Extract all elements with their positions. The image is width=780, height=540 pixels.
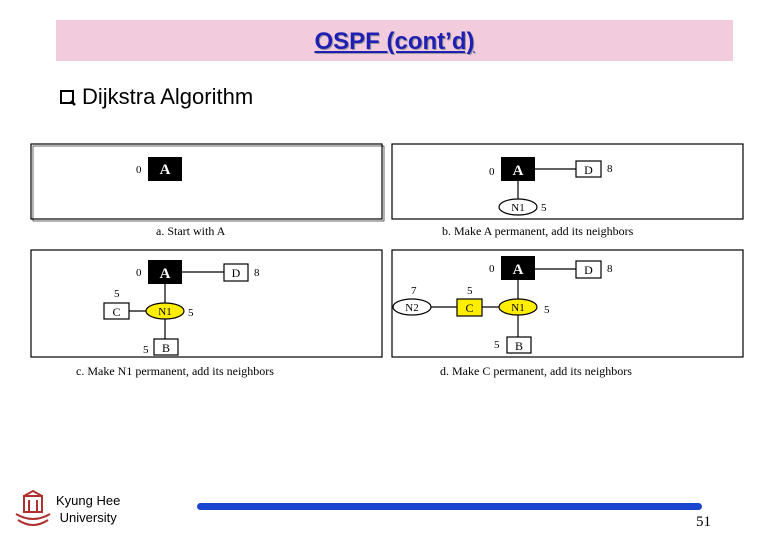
panel-d-node-n2-label: N2 <box>405 302 418 314</box>
panel-c-node-n1-label: N1 <box>158 306 171 318</box>
panel-d-node-c <box>456 298 483 317</box>
university-name: Kyung Hee University <box>56 492 120 526</box>
panel-d-cost-n1: 5 <box>544 304 550 316</box>
panel-b-node-n1-label: N1 <box>511 202 524 214</box>
panel-c-node-d <box>223 263 249 282</box>
panel-c-caption: c. Make N1 permanent, add its neighbors <box>76 364 274 378</box>
footer-divider-bar <box>197 503 702 510</box>
university-name-line1: Kyung Hee <box>56 493 121 508</box>
panel-b-node-d-label: D <box>584 163 593 177</box>
panel-b-node-n1 <box>498 198 538 216</box>
university-name-line2: University <box>59 510 117 525</box>
panel-b-cost-d: 8 <box>607 163 613 175</box>
panel-c-cost-b: 5 <box>143 344 149 356</box>
panel-c-node-d-label: D <box>232 266 241 280</box>
panel-c-cost-c: 5 <box>114 288 120 300</box>
panel-d-node-n1 <box>498 298 538 316</box>
bullet-item: Dijkstra Algorithm <box>60 84 253 110</box>
panel-b-node-a <box>501 157 535 181</box>
panel-b-frame <box>391 143 744 220</box>
panel-b-node-a-label: A <box>513 163 524 179</box>
panel-d-node-d-label: D <box>584 263 593 277</box>
panel-a-node-a-label: A <box>160 162 171 178</box>
panel-c-node-a <box>148 260 182 284</box>
panel-a: 0 A a. Start with A <box>30 143 385 238</box>
panel-d-cost-c: 5 <box>467 285 473 297</box>
panel-d-node-n2 <box>392 298 432 316</box>
panel-c-node-n1 <box>145 302 185 320</box>
page-number: 51 <box>696 514 711 530</box>
panel-b-cost-n1: 5 <box>541 202 547 214</box>
panel-d-node-b <box>506 336 532 354</box>
panel-b: 0 A D 8 N1 5 b. Make A permanent, add it… <box>391 143 744 238</box>
panel-c-node-b-label: B <box>162 341 170 355</box>
panel-c: 0 A D 8 N1 5 5 C 5 B c. Make N1 permanen… <box>30 249 383 378</box>
panel-b-caption: b. Make A permanent, add its neighbors <box>442 224 634 238</box>
panel-d-caption: d. Make C permanent, add its neighbors <box>440 364 632 378</box>
panel-d-cost-d: 8 <box>607 263 613 275</box>
panel-b-cost-a: 0 <box>489 166 495 178</box>
university-logo-icon <box>15 490 51 526</box>
panel-d-cost-b: 5 <box>494 339 500 351</box>
panel-c-cost-a: 0 <box>136 267 142 279</box>
panel-d-node-c-label: C <box>465 301 473 315</box>
panel-d-cost-a: 0 <box>489 263 495 275</box>
panel-c-node-b <box>153 338 179 356</box>
panel-b-node-d <box>575 160 602 178</box>
panel-a-cost-a: 0 <box>136 164 142 176</box>
panel-d-node-b-label: B <box>515 339 523 353</box>
title-bar: OSPF (cont’d) <box>56 20 733 61</box>
panel-d-cost-n2: 7 <box>411 285 417 297</box>
panel-c-node-c <box>103 302 130 320</box>
panel-d-node-n1-label: N1 <box>511 302 524 314</box>
panel-c-node-c-label: C <box>112 305 120 319</box>
panel-c-frame <box>30 249 383 358</box>
panel-d-node-d <box>575 260 602 279</box>
panel-c-cost-d: 8 <box>254 267 260 279</box>
checkbox-bullet-icon <box>60 90 76 106</box>
panel-a-node-a <box>148 157 182 181</box>
panel-d-frame <box>391 249 744 358</box>
bullet-text: Dijkstra Algorithm <box>82 84 254 109</box>
panel-c-cost-n1: 5 <box>188 307 194 319</box>
panel-a-caption: a. Start with A <box>156 224 226 238</box>
panel-a-frame-inner <box>32 145 385 222</box>
panel-c-node-a-label: A <box>160 266 171 282</box>
panel-d: 0 A D 8 7 N2 5 C N1 5 5 B d. Make C perm… <box>391 249 744 378</box>
panel-a-frame <box>30 143 383 220</box>
panel-d-node-a <box>501 256 535 280</box>
panel-d-node-a-label: A <box>513 262 524 278</box>
slide-title: OSPF (cont’d) <box>314 28 475 55</box>
